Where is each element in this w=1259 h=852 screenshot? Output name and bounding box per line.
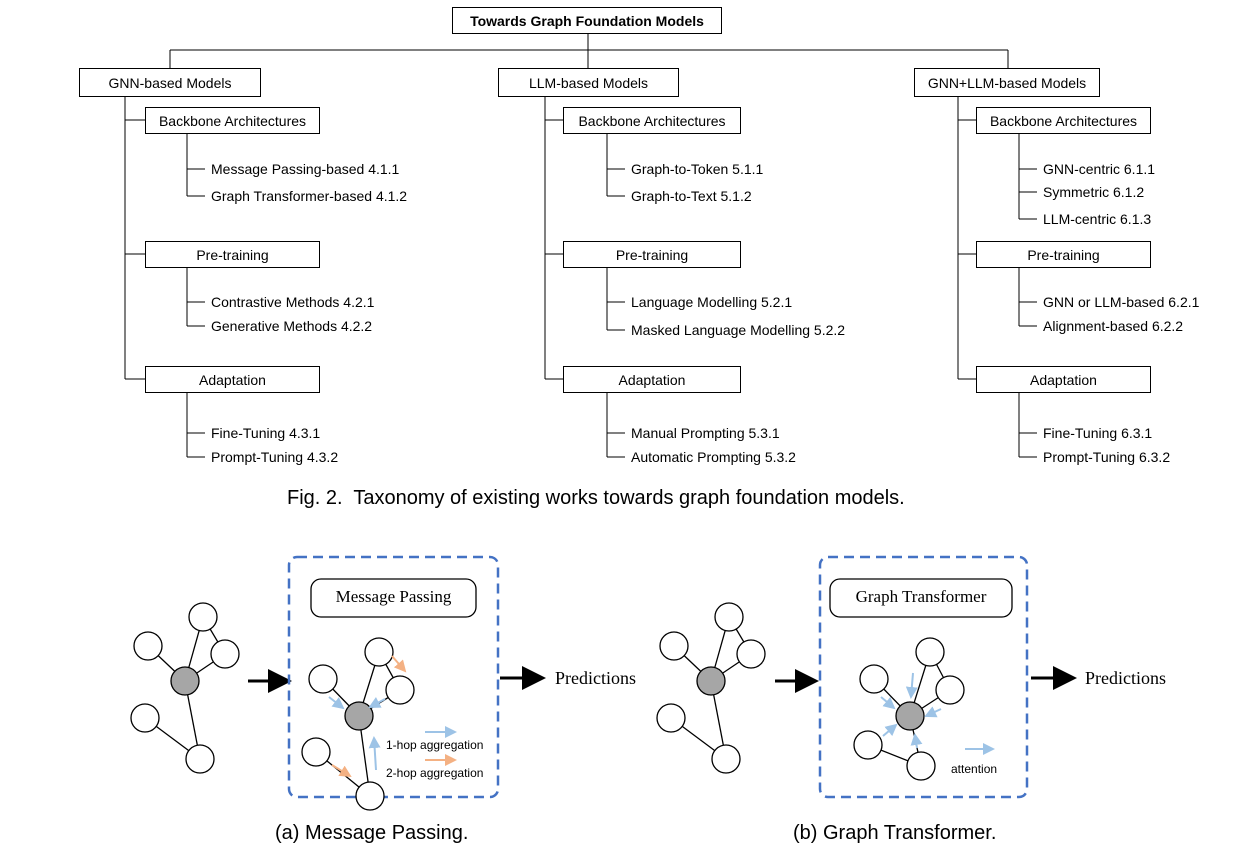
figure-caption: Fig. 2. Taxonomy of existing works towar…	[287, 487, 905, 509]
leaf-item: Masked Language Modelling 5.2.2	[631, 322, 846, 338]
predictions-label-b: Predictions	[1085, 668, 1166, 688]
group-pretraining: Pre-training	[145, 241, 320, 268]
branch-gnn-based: GNN-based Models	[79, 68, 261, 97]
group-adaptation: Adaptation	[145, 366, 320, 393]
graph-transformer-panel	[818, 555, 1029, 799]
legend-2hop: 2-hop aggregation	[386, 766, 484, 780]
subcaption-a: (a) Message Passing.	[275, 822, 469, 844]
taxonomy-root: Towards Graph Foundation Models	[452, 7, 722, 34]
predictions-label-a: Predictions	[555, 668, 636, 688]
group-backbone: Backbone Architectures	[145, 107, 320, 134]
group-adaptation: Adaptation	[563, 366, 741, 393]
leaf-item: Graph Transformer-based 4.1.2	[211, 188, 408, 204]
leaf-item: Symmetric 6.1.2	[1043, 184, 1145, 200]
input-graph-b	[656, 602, 766, 774]
branch-gnn-llm-based: GNN+LLM-based Models	[914, 68, 1100, 97]
leaf-item: Language Modelling 5.2.1	[631, 294, 793, 310]
leaf-item: Graph-to-Text 5.1.2	[631, 188, 752, 204]
input-graph-a	[130, 602, 240, 774]
group-pretraining: Pre-training	[976, 241, 1151, 268]
leaf-item: Prompt-Tuning 6.3.2	[1043, 449, 1171, 465]
leaf-item: Generative Methods 4.2.2	[211, 318, 373, 334]
leaf-item: Automatic Prompting 5.3.2	[631, 449, 796, 465]
leaf-item: Alignment-based 6.2.2	[1043, 318, 1184, 334]
leaf-item: Graph-to-Token 5.1.1	[631, 161, 764, 177]
leaf-item: GNN-centric 6.1.1	[1043, 161, 1156, 177]
leaf-item: Manual Prompting 5.3.1	[631, 425, 780, 441]
gt-graph	[853, 637, 965, 781]
graph-transformer-title: Graph Transformer	[855, 587, 987, 606]
leaf-item: GNN or LLM-based 6.2.1	[1043, 294, 1200, 310]
mp-arrows	[328, 655, 457, 778]
leaf-item: Message Passing-based 4.1.1	[211, 161, 400, 177]
branch-llm-based: LLM-based Models	[498, 68, 679, 97]
leaf-item: LLM-centric 6.1.3	[1043, 211, 1152, 227]
legend-1hop: 1-hop aggregation	[386, 738, 484, 752]
gt-attention-arrows	[880, 672, 995, 755]
group-adaptation: Adaptation	[976, 366, 1151, 393]
leaf-item: Contrastive Methods 4.2.1	[211, 294, 375, 310]
mp-graph	[301, 637, 415, 811]
message-passing-panel	[287, 555, 500, 799]
leaf-item: Prompt-Tuning 4.3.2	[211, 449, 339, 465]
group-backbone: Backbone Architectures	[976, 107, 1151, 134]
group-backbone: Backbone Architectures	[563, 107, 741, 134]
group-pretraining: Pre-training	[563, 241, 741, 268]
legend-attention: attention	[951, 762, 998, 776]
leaf-item: Fine-Tuning 6.3.1	[1043, 425, 1153, 441]
subcaption-b: (b) Graph Transformer.	[793, 822, 997, 844]
leaf-item: Fine-Tuning 4.3.1	[211, 425, 321, 441]
message-passing-title: Message Passing	[335, 587, 452, 606]
